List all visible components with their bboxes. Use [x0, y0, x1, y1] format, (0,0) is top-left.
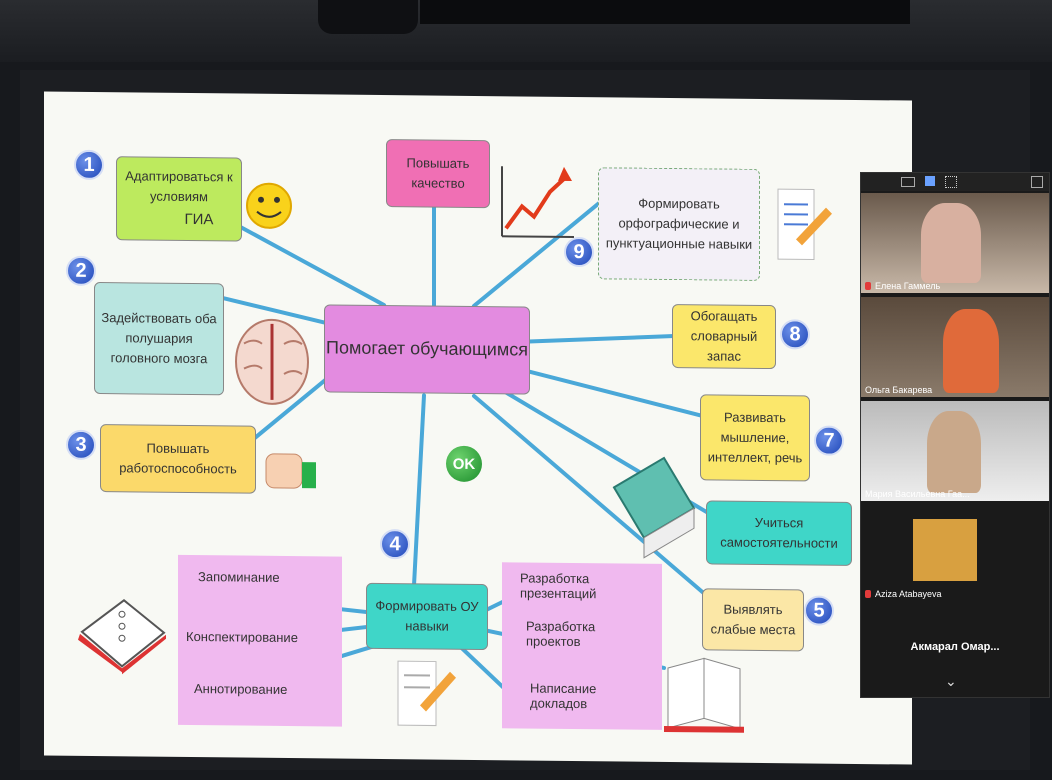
participant-tile-4[interactable]: Aziza Atabayeva [861, 505, 1049, 601]
center-box: Помогает обучающимся [324, 304, 530, 395]
list-item-notes: Конспектирование [186, 628, 298, 646]
list-item-memorize: Запоминание [198, 569, 280, 585]
zoom-panel-header [861, 173, 1049, 191]
box-thinking-label: Развивать мышление, интеллект, речь [707, 409, 803, 466]
number-badge-7: 7 [814, 425, 844, 456]
box-independence-label: Учиться самостоятельности [720, 514, 838, 551]
chevron-down-icon[interactable]: ⌄ [945, 673, 957, 689]
center-box-label: Помогает обучающимся [326, 337, 528, 360]
pencil-note-icon [777, 188, 832, 261]
pencil-note-icon-2 [397, 660, 456, 727]
box-workability-label: Повышать работоспособность [119, 440, 237, 477]
participant-name-3: Мария Васильевна Гаа... [865, 489, 970, 499]
number-badge-1: 1 [74, 149, 104, 181]
list-item-presentations: Разработка презентаций [520, 570, 597, 602]
box-orthography-label: Формировать орфографические и пунктуацио… [605, 195, 753, 252]
muted-mic-icon-4 [865, 590, 871, 598]
box-quality-label: Повышать качество [406, 155, 470, 191]
participant-video-4 [913, 519, 977, 581]
number-badge-3: 3 [66, 429, 96, 460]
box-workability: Повышать работоспособность [100, 424, 256, 494]
ok-badge: OK [446, 445, 482, 483]
thumbs-up-icon [265, 453, 303, 489]
participant-video-3 [927, 411, 981, 493]
muted-mic-icon [865, 282, 871, 290]
box-hemispheres: Задействовать оба полушария головного мо… [94, 281, 224, 396]
box-orthography: Формировать орфографические и пунктуацио… [598, 167, 760, 281]
box-skills: Формировать ОУ навыки [366, 582, 488, 651]
box-quality: Повышать качество [386, 139, 490, 209]
box-independence: Учиться самостоятельности [706, 500, 852, 566]
box-hemispheres-label: Задействовать оба полушария головного мо… [101, 309, 217, 367]
open-book-icon [664, 657, 744, 733]
monitor-edge [420, 0, 910, 24]
box-thinking: Развивать мышление, интеллект, речь [700, 394, 810, 482]
participant-name-5[interactable]: Акмарал Омар... [910, 641, 1000, 653]
speaker-view-icon[interactable] [925, 176, 935, 186]
box-weakspots: Выявлять слабые места [702, 588, 804, 652]
list-item-annotation: Аннотирование [194, 681, 288, 698]
participant-tile-3[interactable]: Мария Васильевна Гаа... [861, 401, 1049, 501]
box-vocabulary-label: Обогащать словарный запас [690, 308, 758, 364]
participant-name-1: Елена Гаммель [875, 281, 941, 291]
list-item-projects: Разработка проектов [526, 618, 596, 650]
participant-tile-2[interactable]: Ольга Бакарева [861, 297, 1049, 397]
right-list-panel: Разработка презентаций Разработка проект… [502, 562, 662, 730]
participant-name-4: Aziza Atabayeva [875, 589, 942, 599]
participant-video-2 [943, 309, 999, 393]
participant-tile-1[interactable]: Елена Гаммель [861, 193, 1049, 293]
presentation-slide: Повышать качество Помогает обучающимся А… [44, 91, 912, 765]
box-adapt-extra: ГИА [184, 210, 214, 228]
minimize-icon[interactable] [901, 177, 915, 187]
list-item-reports: Написание докладов [530, 680, 597, 712]
smiley-icon [246, 182, 292, 229]
mindmap-connectors [78, 166, 832, 733]
monitor-camera [318, 0, 418, 34]
number-badge-9: 9 [564, 236, 594, 268]
number-badge-5: 5 [804, 595, 834, 626]
number-badge-2: 2 [66, 255, 96, 286]
notebook-icon [78, 599, 166, 675]
box-weakspots-label: Выявлять слабые места [710, 601, 796, 638]
number-badge-8: 8 [780, 319, 810, 350]
participant-video-1 [921, 203, 981, 283]
box-vocabulary: Обогащать словарный запас [672, 304, 776, 370]
left-list-panel: Запоминание Конспектирование Аннотирован… [178, 554, 342, 727]
fullscreen-icon[interactable] [1031, 176, 1043, 188]
participant-name-2: Ольга Бакарева [865, 385, 933, 395]
number-badge-4: 4 [380, 528, 410, 560]
box-adapt-label: Адаптироваться к условиям [125, 168, 233, 205]
box-skills-label: Формировать ОУ навыки [375, 597, 479, 634]
growth-chart-icon [501, 166, 574, 239]
gallery-view-icon[interactable] [945, 176, 957, 188]
zoom-gallery-panel[interactable]: Елена Гаммель Ольга Бакарева Мария Васил… [860, 172, 1050, 698]
